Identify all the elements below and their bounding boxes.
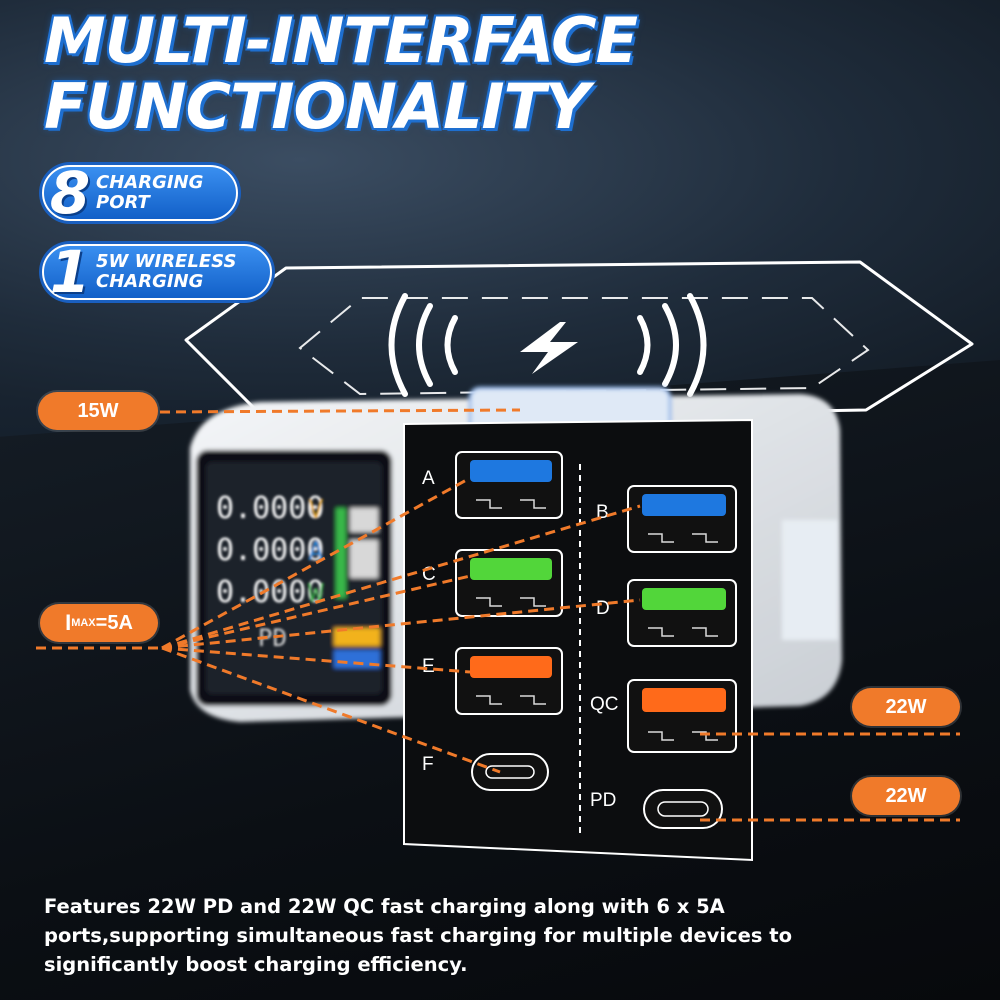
usb-port-d: [627, 579, 737, 647]
usb-c-port-pd: [643, 789, 723, 829]
port-label-pd: PD: [590, 790, 616, 811]
display-unit-v: V: [308, 495, 324, 525]
feature-caption: Features 22W PD and 22W QC fast charging…: [44, 892, 944, 979]
caption-line-3: significantly boost charging efficiency.: [44, 953, 468, 976]
display-unit-w: W: [308, 579, 324, 609]
port-label-d: D: [596, 598, 610, 619]
display-reading-voltage: 0.0000: [216, 491, 324, 526]
port-label-f: F: [422, 754, 434, 775]
usb-port-e: [455, 647, 563, 715]
usb-port-a: [455, 451, 563, 519]
usb-port-c: [455, 549, 563, 617]
title-line-1: MULTI-INTERFACE: [44, 4, 638, 77]
imax-value: =5A: [95, 611, 133, 634]
imax-subscript: MAX: [71, 617, 96, 629]
usb-c-port-f: [471, 753, 549, 791]
qc-power-callout: 22W: [852, 688, 960, 726]
voltage-display: 0.0000 0.0000 0.0000 V A W PD: [216, 491, 324, 652]
badge-text: CHARGING PORT: [96, 173, 203, 213]
callout-lines: [36, 408, 960, 822]
badge-text-line-1: 5W WIRELESS: [96, 251, 237, 272]
badge-text-line-2: CHARGING: [96, 271, 204, 292]
wireless-charging-icon: [388, 293, 707, 397]
display-reading-current: 0.0000: [216, 533, 324, 568]
title-line-2: FUNCTIONALITY: [44, 70, 590, 143]
badge-number: 1: [49, 238, 91, 306]
charging-port-badge: 8 CHARGING PORT: [42, 159, 238, 227]
caption-line-2: ports,supporting simultaneous fast charg…: [44, 924, 792, 947]
badge-text: 5W WIRELESS CHARGING: [96, 252, 236, 292]
lightning-bolt-icon: [520, 322, 578, 374]
badge-text-line-2: PORT: [96, 192, 150, 213]
port-label-c: C: [422, 564, 436, 585]
badge-text-line-1: CHARGING: [96, 172, 204, 193]
usb-port-qc: [627, 679, 737, 753]
port-label-e: E: [422, 656, 435, 677]
usb-port-b: [627, 485, 737, 553]
imax-prefix: I: [65, 610, 72, 635]
pd-power-callout: 22W: [852, 777, 960, 815]
port-label-qc: QC: [590, 694, 619, 715]
page-title: MULTI-INTERFACE FUNCTIONALITY: [44, 8, 644, 140]
wireless-charging-badge: 1 5W WIRELESS CHARGING: [42, 238, 272, 306]
caption-line-1: Features 22W PD and 22W QC fast charging…: [44, 895, 725, 918]
port-label-a: A: [422, 468, 435, 489]
badge-number: 8: [49, 159, 91, 227]
wireless-power-callout: 15W: [38, 392, 158, 430]
